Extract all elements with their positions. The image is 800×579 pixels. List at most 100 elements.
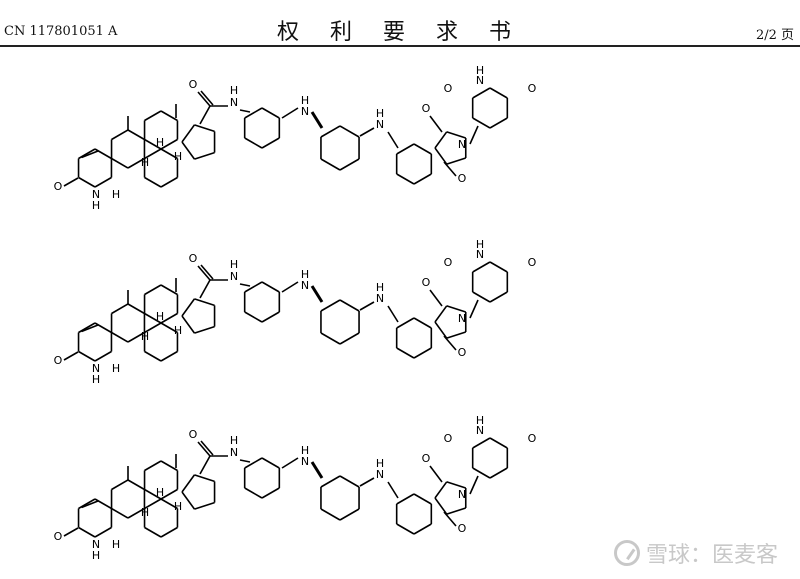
atom-label-glut_n: N bbox=[476, 248, 484, 261]
bond bbox=[181, 491, 196, 510]
bond bbox=[81, 324, 99, 333]
bond bbox=[429, 115, 443, 133]
bond bbox=[181, 124, 196, 143]
bond bbox=[310, 111, 324, 129]
bond bbox=[181, 298, 196, 317]
bond bbox=[78, 498, 96, 510]
atom-label-o3: O bbox=[458, 522, 467, 535]
bond bbox=[339, 475, 360, 488]
bond bbox=[244, 107, 263, 119]
bond bbox=[434, 147, 448, 165]
bond bbox=[194, 298, 215, 307]
bond bbox=[339, 508, 360, 521]
atom-label-lactam_o: O bbox=[54, 180, 63, 193]
atom-label-h3: H bbox=[156, 486, 164, 499]
bond bbox=[434, 497, 448, 515]
bond bbox=[261, 311, 280, 323]
bond bbox=[94, 176, 112, 188]
bond bbox=[160, 350, 178, 362]
bond bbox=[434, 131, 448, 149]
bond bbox=[281, 281, 299, 293]
atom-label-h3: H bbox=[156, 310, 164, 323]
atom-label-lactam_h: H bbox=[92, 549, 100, 562]
bond bbox=[144, 148, 162, 160]
bond bbox=[111, 129, 129, 141]
bond bbox=[413, 317, 432, 329]
atom-label-amine2_n: N bbox=[376, 292, 384, 305]
bond bbox=[446, 305, 467, 313]
bond bbox=[320, 158, 341, 171]
bond bbox=[194, 325, 215, 334]
bond bbox=[63, 177, 79, 187]
atom-label-o3: O bbox=[458, 346, 467, 359]
watermark-text: 雪球：医麦客 bbox=[645, 543, 778, 568]
bond bbox=[339, 125, 360, 138]
bond bbox=[396, 493, 415, 505]
bond bbox=[160, 284, 178, 296]
bond bbox=[78, 322, 96, 334]
bond bbox=[111, 479, 129, 491]
bond bbox=[429, 465, 443, 483]
atom-label-glut_nh: H bbox=[476, 414, 484, 427]
bond bbox=[144, 498, 162, 510]
atom-label-o1: O bbox=[189, 78, 198, 91]
bond bbox=[160, 138, 178, 150]
atom-label-amine2_h: H bbox=[376, 281, 384, 294]
atom-label-amide_nh: H bbox=[230, 434, 238, 447]
bond bbox=[144, 460, 162, 472]
bond bbox=[160, 460, 178, 472]
bond bbox=[144, 138, 162, 150]
bond bbox=[413, 347, 432, 359]
atom-label-imide_n: N bbox=[458, 138, 466, 151]
bond bbox=[244, 457, 263, 469]
atom-label-h2: H bbox=[141, 506, 149, 519]
bond bbox=[197, 441, 211, 457]
bond bbox=[489, 437, 508, 449]
bond bbox=[160, 312, 178, 324]
bond bbox=[144, 526, 162, 538]
bond bbox=[396, 317, 415, 329]
bond bbox=[200, 264, 214, 280]
atom-label-o1: O bbox=[189, 428, 198, 441]
bond bbox=[320, 508, 341, 521]
bond bbox=[199, 455, 211, 475]
bond bbox=[78, 176, 96, 188]
atom-label-h1: H bbox=[112, 188, 120, 201]
bond bbox=[261, 487, 280, 499]
bond bbox=[144, 488, 162, 500]
page-title: 权 利 要 求 书 bbox=[277, 20, 523, 45]
bond bbox=[199, 105, 211, 125]
bond bbox=[78, 148, 96, 160]
atom-label-o1: O bbox=[189, 252, 198, 265]
bond bbox=[199, 279, 211, 299]
bond bbox=[489, 467, 508, 479]
bond bbox=[396, 173, 415, 185]
bond bbox=[489, 87, 508, 99]
bond bbox=[339, 332, 360, 345]
bond bbox=[94, 350, 112, 362]
bond bbox=[63, 351, 79, 361]
atom-label-h1: H bbox=[112, 538, 120, 551]
bond bbox=[81, 150, 99, 159]
atom-label-o2: O bbox=[422, 452, 431, 465]
bond bbox=[320, 475, 341, 488]
atom-label-amine1: H bbox=[301, 94, 309, 107]
atom-label-amine1_n: N bbox=[301, 455, 309, 468]
bond bbox=[472, 467, 491, 479]
bond bbox=[310, 461, 324, 479]
atom-label-h2: H bbox=[141, 156, 149, 169]
bond bbox=[194, 124, 215, 133]
bond bbox=[446, 507, 467, 515]
bond bbox=[111, 331, 129, 343]
atom-label-amide_n: N bbox=[230, 446, 238, 459]
bond bbox=[434, 481, 448, 499]
bond bbox=[94, 526, 112, 538]
header-rule bbox=[0, 45, 800, 47]
bond bbox=[144, 350, 162, 362]
bond bbox=[244, 311, 263, 323]
atom-label-h1: H bbox=[112, 362, 120, 375]
bond bbox=[261, 107, 280, 119]
atom-label-amine1: H bbox=[301, 268, 309, 281]
bond bbox=[446, 131, 467, 139]
